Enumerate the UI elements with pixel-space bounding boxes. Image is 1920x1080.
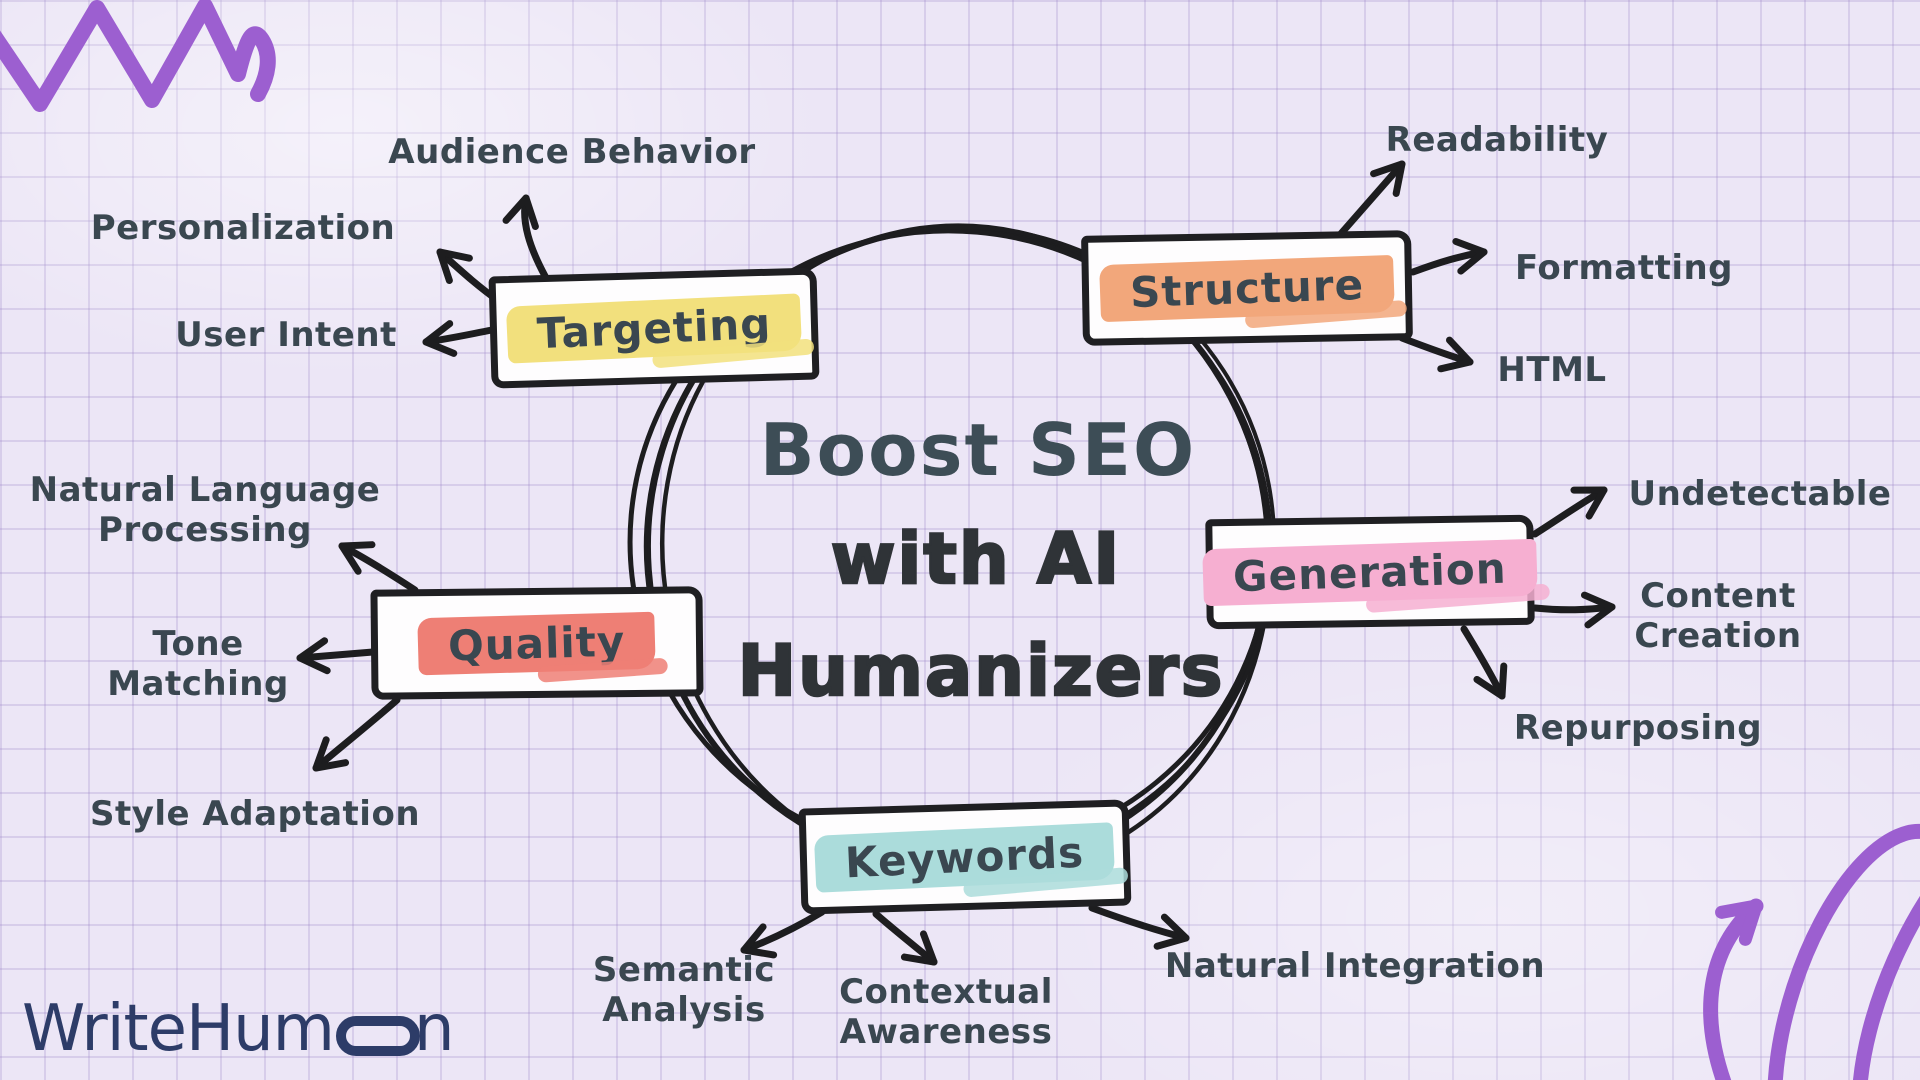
node-generation: Generation [1202, 514, 1538, 630]
label-repurposing: Repurposing [1513, 707, 1763, 748]
label-contextual-awareness: Contextual Awareness [839, 971, 1053, 1052]
center-title-line3: Humanizers [736, 629, 1225, 714]
logo-text-prefix: WriteHum [22, 992, 335, 1066]
label-undetectable: Undetectable [1628, 473, 1892, 514]
logo-a-glyph [336, 1016, 420, 1056]
arrow-keywords-semantic-analysis [740, 908, 826, 959]
label-audience-behavior: Audience Behavior [388, 131, 756, 172]
node-keywords-label: Keywords [814, 821, 1116, 893]
node-structure: Structure [1081, 230, 1413, 346]
arrow-keywords-natural-integration [1088, 904, 1190, 950]
arrow-targeting-audience-behavior [502, 194, 549, 280]
arrow-generation-repurposing [1460, 625, 1508, 700]
arrow-quality-tone-matching [296, 637, 377, 675]
label-tone-matching: Tone Matching [107, 623, 289, 704]
center-title-line2: with AI [829, 517, 1122, 602]
arrow-structure-formatting [1409, 237, 1488, 276]
writehuman-logo: WriteHum n [22, 992, 455, 1066]
arrow-quality-nlp [338, 541, 419, 594]
connector-arrows [296, 160, 1616, 966]
purple-loop-arrow-doodle [1703, 796, 1920, 1080]
node-keywords: Keywords [798, 799, 1132, 915]
node-targeting-label: Targeting [505, 292, 803, 364]
label-personalization: Personalization [90, 207, 396, 248]
arrow-structure-html [1398, 334, 1474, 373]
logo-text-suffix: n [414, 992, 455, 1066]
center-title-line1: Boost SEO [759, 408, 1197, 492]
arrow-generation-content-creation [1531, 591, 1616, 629]
label-formatting: Formatting [1514, 247, 1734, 288]
arrow-generation-undetectable [1531, 486, 1608, 538]
label-user-intent: User Intent [175, 314, 397, 355]
purple-zigzag-doodle [0, 0, 276, 112]
label-semantic-analysis: Semantic Analysis [592, 949, 776, 1030]
node-quality-label: Quality [417, 611, 657, 675]
label-natural-language-processing: Natural Language Processing [29, 469, 381, 550]
label-content-creation: Content Creation [1634, 575, 1802, 656]
label-style-adaptation: Style Adaptation [89, 793, 421, 834]
label-readability: Readability [1385, 119, 1609, 160]
arrow-targeting-user-intent [422, 320, 496, 357]
arrow-structure-readability [1334, 160, 1406, 241]
arrow-quality-style-adaptation [312, 696, 401, 772]
node-structure-label: Structure [1099, 254, 1395, 322]
label-html: HTML [1497, 349, 1607, 390]
arrow-keywords-contextual-awareness [872, 910, 938, 966]
node-quality: Quality [370, 586, 704, 700]
node-generation-label: Generation [1202, 538, 1538, 606]
label-natural-integration: Natural Integration [1164, 945, 1546, 986]
node-targeting: Targeting [488, 267, 820, 389]
